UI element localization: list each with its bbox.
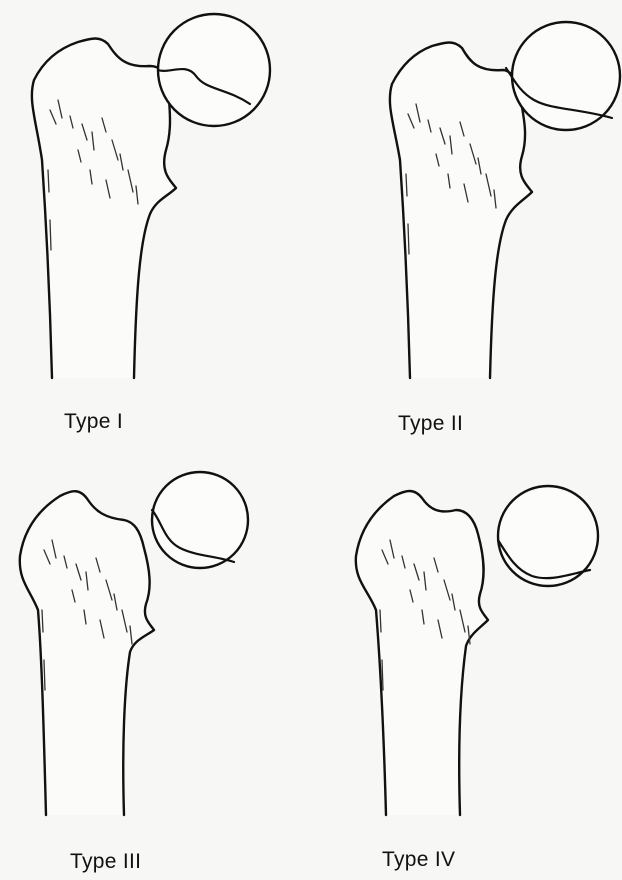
femur-type-1 [32, 14, 270, 378]
femur-type-2 [390, 22, 620, 378]
femur-type-3 [20, 472, 248, 815]
label-type-1: Type I [64, 410, 123, 434]
label-type-3: Type III [70, 850, 141, 874]
label-type-2: Type II [398, 412, 463, 436]
femur-type-4 [356, 486, 598, 815]
label-type-4: Type IV [382, 848, 455, 872]
